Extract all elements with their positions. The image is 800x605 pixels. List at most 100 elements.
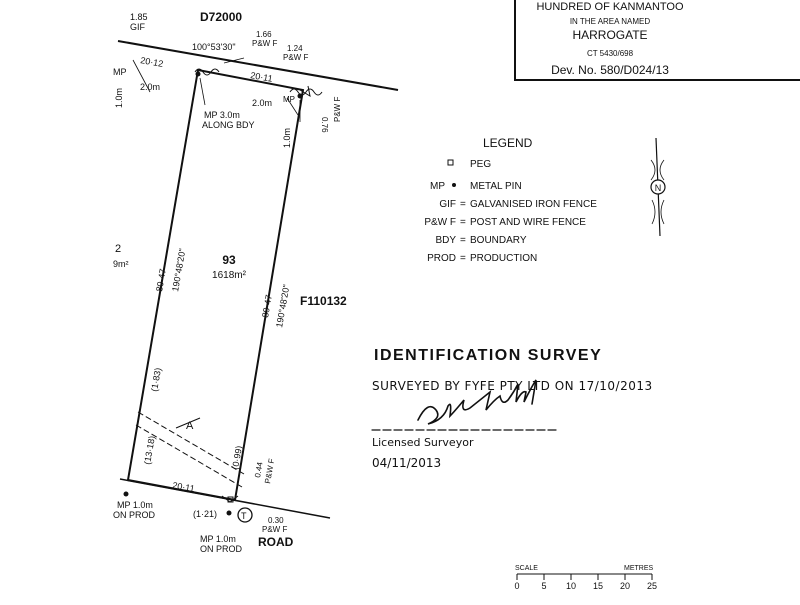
dim-1318: (13·18) xyxy=(142,435,157,465)
north-arrow: N xyxy=(650,137,666,237)
scale-tick-label: 10 xyxy=(566,581,576,591)
fence-076-label: P&W F xyxy=(333,97,342,122)
south-length: 20·11 xyxy=(172,480,196,494)
fence-076-value: 0.76 xyxy=(320,117,329,133)
fence-044-label: P&W F xyxy=(263,458,276,485)
peg-se xyxy=(227,496,234,503)
mp-bottom-2: ON PROD xyxy=(200,544,243,554)
t-mark-label: T xyxy=(241,511,247,521)
title-hundred: HUNDRED OF KANMANTOO xyxy=(536,1,684,13)
left-partial-lot: 2 xyxy=(115,243,121,255)
mp-along-bdy-1: MP 3.0m xyxy=(204,110,240,120)
scale-bar: SCALE METRES 0 5 10 15 20 25 xyxy=(514,565,657,591)
legend-key-gif: GIF xyxy=(439,199,456,210)
signature-role: Licensed Surveyor xyxy=(372,436,474,449)
legend-title: LEGEND xyxy=(483,136,533,150)
easement-a-label: A xyxy=(186,420,194,432)
survey-date: 04/11/2013 xyxy=(372,456,441,470)
legend-eq-pwf: = xyxy=(460,217,466,228)
mp-left-2: ON PROD xyxy=(113,510,156,520)
legend-key-bdy: BDY xyxy=(435,235,456,246)
dim-1m-right: 1.0m xyxy=(282,128,292,148)
dim-2m-right: 2.0m xyxy=(252,98,272,108)
partial-mp-label: MP xyxy=(113,67,127,77)
title-block: HUNDRED OF KANMANTOO IN THE AREA NAMED H… xyxy=(514,0,800,81)
dim-183: (1·83) xyxy=(149,367,163,392)
scale-label: SCALE xyxy=(515,565,538,572)
title-area-named: IN THE AREA NAMED xyxy=(570,17,651,26)
metal-pin-ne xyxy=(297,93,303,99)
north-right-dim: 20·11 xyxy=(250,70,274,84)
north-left-dim: 20·12 xyxy=(140,55,164,69)
neighbor-east-label: F110132 xyxy=(300,294,347,308)
legend: LEGEND PEG MP METAL PIN GIF = GALVANISED… xyxy=(424,136,597,264)
scale-tick-label: 20 xyxy=(620,581,630,591)
easement-a-lines xyxy=(135,411,245,488)
dim-2m-left: 2.0m xyxy=(140,82,160,92)
west-length: 80·47 xyxy=(154,268,168,292)
scale-tick-label: 5 xyxy=(541,581,546,591)
legend-key-mp: MP xyxy=(430,181,445,192)
legend-item-pwf: POST AND WIRE FENCE xyxy=(470,217,586,228)
lot-93-boundary xyxy=(126,68,305,502)
legend-eq-prod: = xyxy=(460,253,466,264)
left-partial-area: 9m² xyxy=(113,259,129,269)
lot-number: 93 xyxy=(222,253,236,267)
fence-030-label: P&W F xyxy=(262,525,287,534)
north-arrow-ornament-lower xyxy=(651,199,665,225)
legend-eq-bdy: = xyxy=(460,235,466,246)
survey-heading: IDENTIFICATION SURVEY xyxy=(374,347,602,364)
title-dev-no: Dev. No. 580/D024/13 xyxy=(551,63,669,77)
north-arrow-ornament xyxy=(650,159,665,181)
fence-124-label: P&W F xyxy=(283,53,308,62)
road-label: ROAD xyxy=(258,535,294,549)
mp-along-bdy-2: ALONG BDY xyxy=(202,120,255,130)
legend-item-mp: METAL PIN xyxy=(470,181,522,192)
dim-121: (1·21) xyxy=(193,509,217,519)
scale-tick-label: 0 xyxy=(514,581,519,591)
dim-1m-left: 1.0m xyxy=(114,88,124,108)
east-bearing: 190°48'20" xyxy=(274,284,291,329)
mp-bottom-1: MP 1.0m xyxy=(200,534,236,544)
fence-166-label: P&W F xyxy=(252,39,277,48)
t-mark-circle xyxy=(237,507,253,523)
gif-value: 1.85 xyxy=(130,12,148,22)
east-length: 80·47 xyxy=(260,294,274,318)
scale-tick-label: 25 xyxy=(647,581,657,591)
scale-ticks: 0 5 10 15 20 25 xyxy=(514,574,657,591)
north-boundary-line xyxy=(117,40,399,91)
legend-eq-gif: = xyxy=(460,199,466,210)
neighbor-north-label: D72000 xyxy=(200,10,242,24)
legend-pin-symbol xyxy=(452,183,456,187)
legend-key-prod: PROD xyxy=(427,253,456,264)
surveyed-by: SURVEYED BY FYFE PTY LTD ON 17/10/2013 xyxy=(372,379,653,393)
metal-pin-s xyxy=(226,510,232,516)
legend-item-bdy: BOUNDARY xyxy=(470,235,527,246)
legend-item-gif: GALVANISED IRON FENCE xyxy=(470,199,597,210)
fence-044-value: 0.44 xyxy=(253,461,265,478)
scale-unit-label: METRES xyxy=(624,565,654,572)
leader-lines xyxy=(132,57,301,122)
legend-peg-symbol xyxy=(447,159,454,166)
metal-pins xyxy=(123,71,303,523)
mp-left-1: MP 1.0m xyxy=(117,500,153,510)
dim-099: (0·99) xyxy=(230,445,244,470)
north-arrow-circle xyxy=(650,179,666,195)
north-bearing: 100°53'30" xyxy=(192,42,236,52)
fence-lines xyxy=(194,68,323,503)
metal-pin-nw xyxy=(195,71,201,77)
scale-tick-label: 15 xyxy=(593,581,603,591)
legend-key-pwf: P&W F xyxy=(424,217,456,228)
lot-area: 1618m² xyxy=(212,270,247,281)
title-ct: CT 5430/698 xyxy=(587,49,634,58)
legend-item-peg: PEG xyxy=(470,159,491,170)
north-arrow-label: N xyxy=(655,183,662,193)
surveyor-signature xyxy=(371,379,557,431)
metal-pin-sw xyxy=(123,491,129,497)
title-locality: HARROGATE xyxy=(572,28,647,42)
fence-030-value: 0.30 xyxy=(268,516,284,525)
fence-124-value: 1.24 xyxy=(287,44,303,53)
west-bearing: 190°48'20" xyxy=(170,248,187,293)
mp-top-right: MP xyxy=(283,95,295,104)
